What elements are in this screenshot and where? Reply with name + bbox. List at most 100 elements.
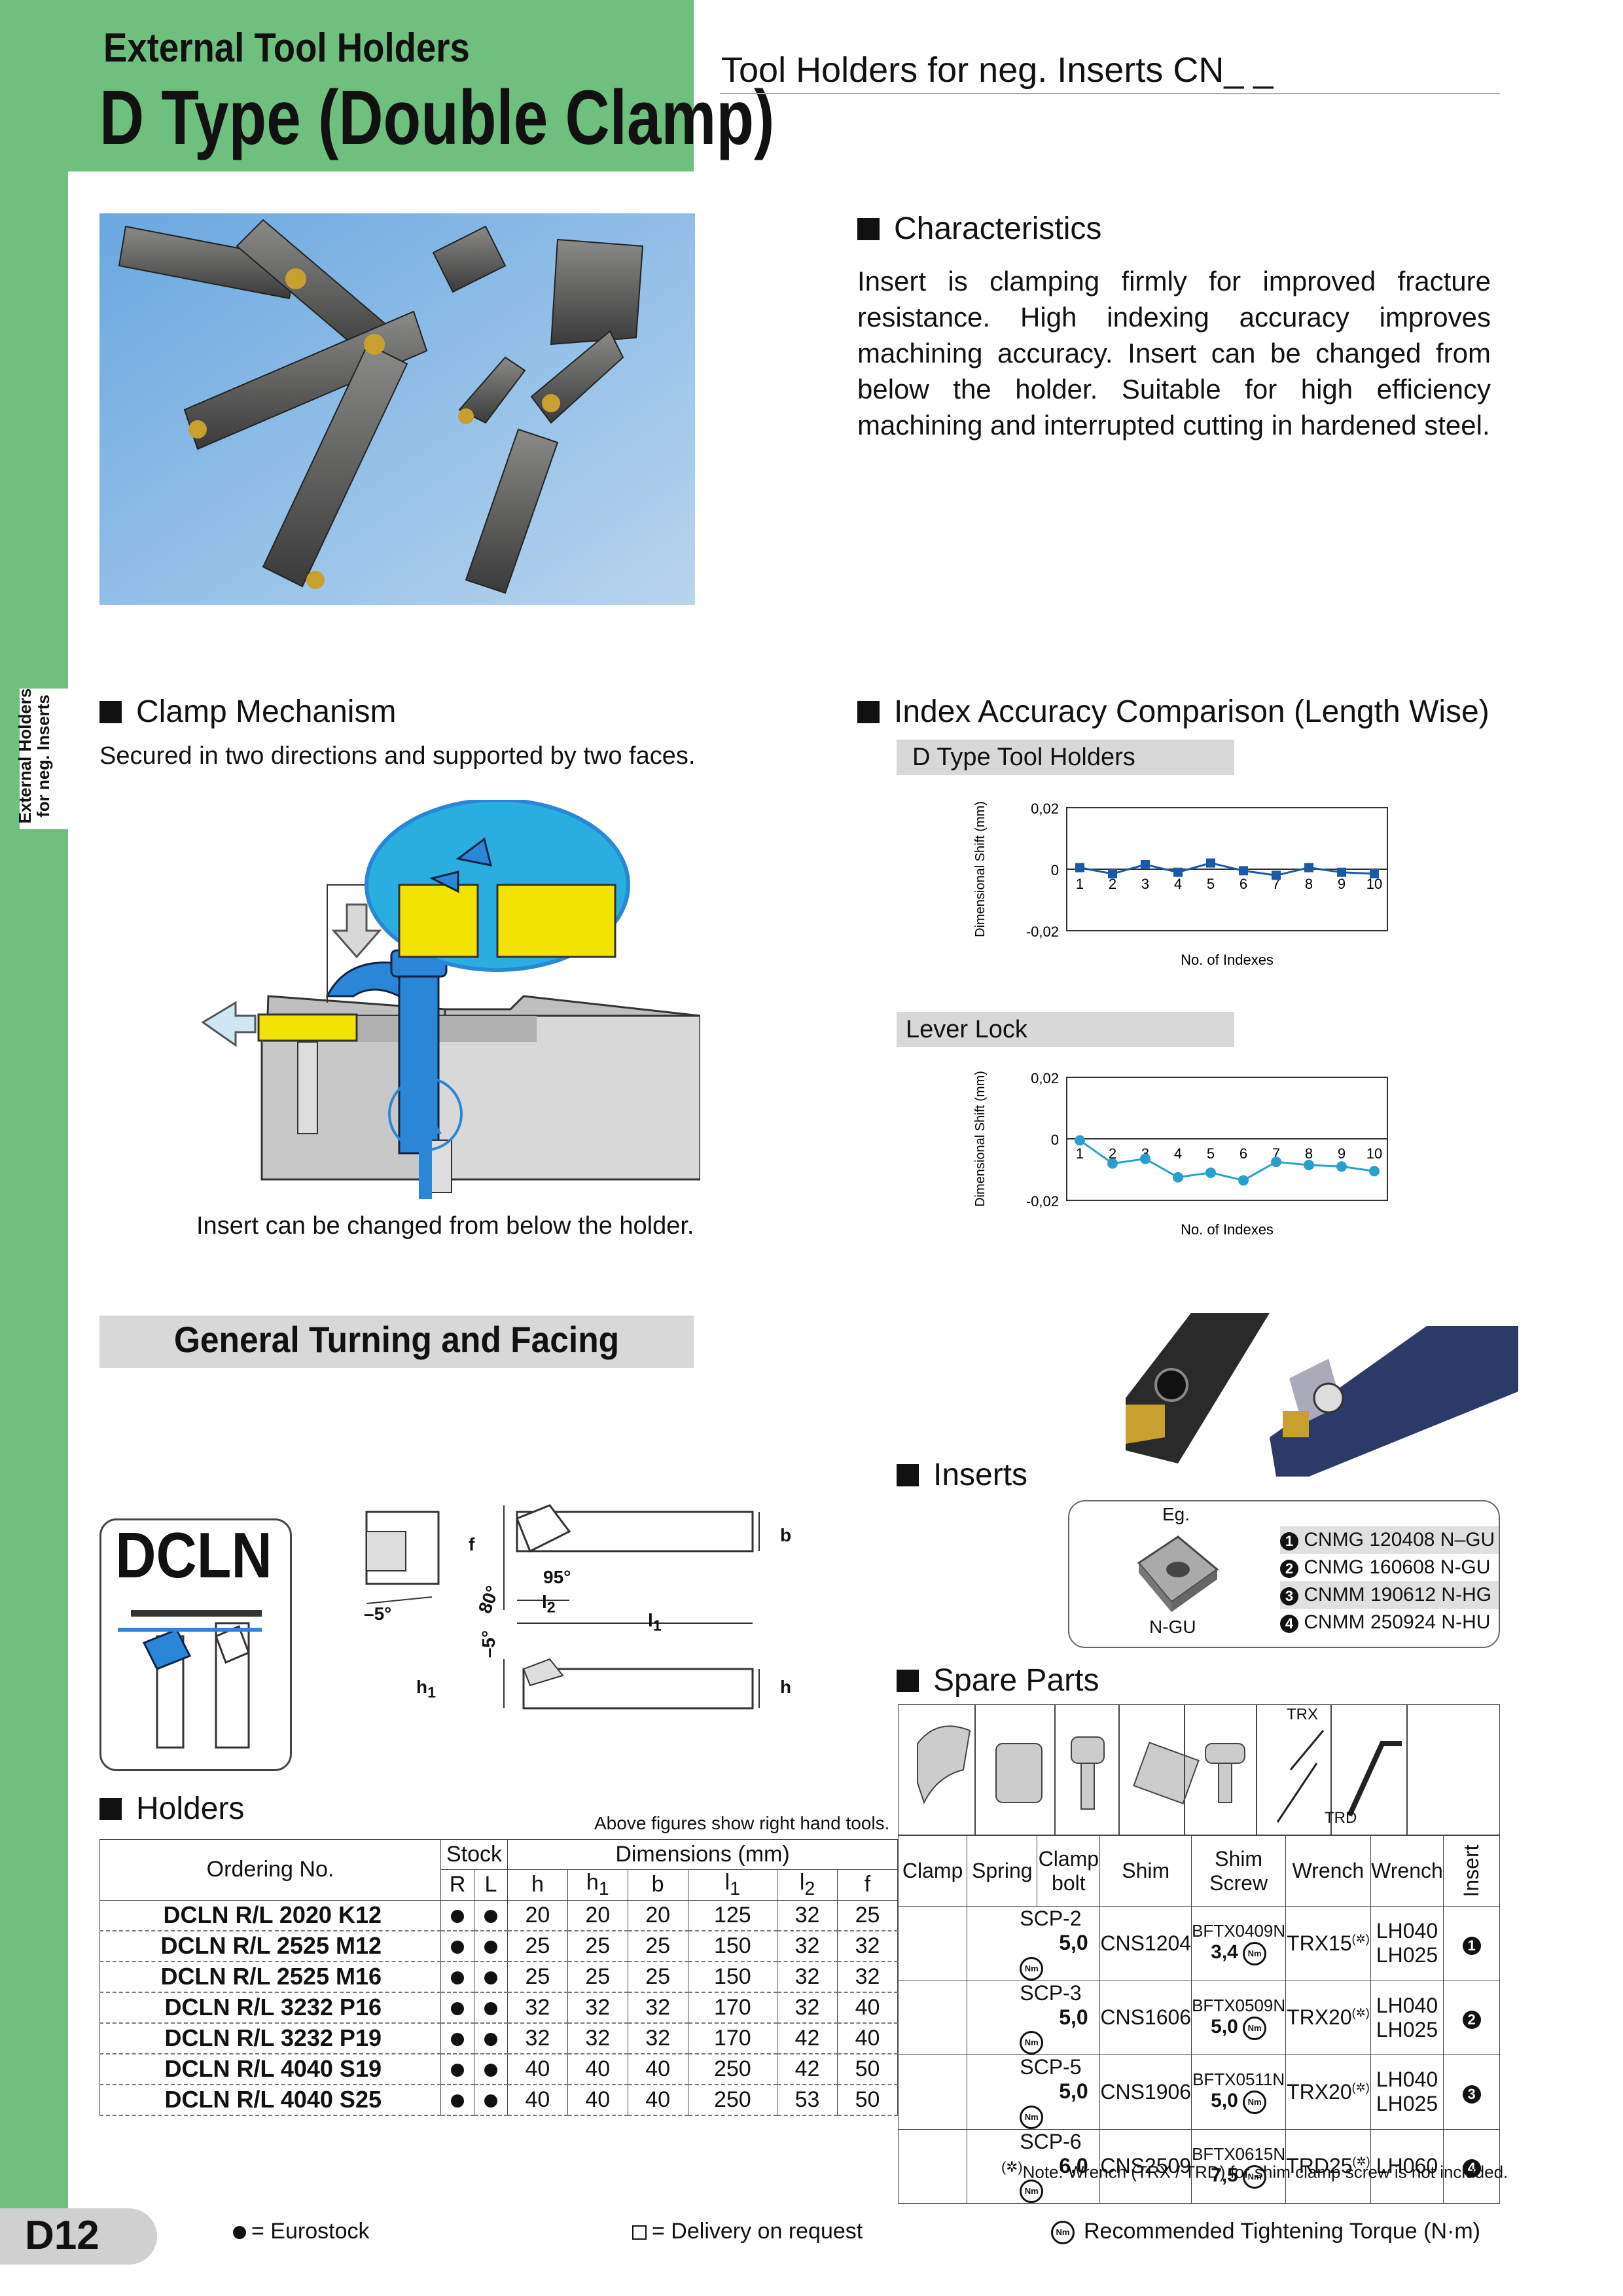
cell-b: 25: [627, 1930, 688, 1962]
x-tick-label: 9: [1338, 1145, 1346, 1162]
cell-l2: 42: [777, 2053, 838, 2085]
spare-note: (✲)Note: Wrench (TRX / TRD) for shim cla…: [1001, 2159, 1508, 2182]
cell-ord: DCLN R/L 3232 P16: [99, 1992, 441, 2024]
spare-col-insert: Insert: [1443, 1835, 1500, 1907]
spare-cell-shim: CNS1204: [1099, 1906, 1192, 1981]
cell-l1: 250: [687, 2084, 778, 2116]
bullet-square-icon: [99, 700, 122, 723]
col-h1: h1: [567, 1869, 628, 1901]
chart1-title-bar: [897, 740, 1234, 775]
stock-dot-icon: [484, 1909, 497, 1923]
torque-icon: Nm: [1243, 1942, 1267, 1966]
inserts-eg: Eg.: [1162, 1504, 1190, 1524]
dim-label-h1: h1: [416, 1677, 437, 1701]
dim-label-minus5a: –5°: [364, 1604, 392, 1624]
y-tick-label: 0: [1051, 1132, 1059, 1148]
spare-cell-insert: 3: [1443, 2054, 1500, 2130]
cell-h: 32: [507, 2022, 568, 2054]
holders-note: Above figures show right hand tools.: [594, 1813, 890, 1833]
bullet-square-icon: [857, 700, 880, 723]
bullet-square-icon: [857, 217, 880, 240]
spare-col-wrench1: Wrench: [1285, 1835, 1371, 1907]
cell-l: [474, 2053, 508, 2085]
data-point: [1304, 1159, 1314, 1170]
cell-f: 50: [836, 2084, 899, 2116]
holders-heading: Holders: [99, 1791, 244, 1827]
col-r: R: [440, 1869, 474, 1901]
spare-cell-wrench1: TRX20(✲): [1285, 2054, 1371, 2130]
clamp-subtitle: Secured in two directions and supported …: [99, 742, 696, 770]
cell-b: 40: [627, 2053, 688, 2085]
clamp-heading: Clamp Mechanism: [99, 694, 396, 730]
data-point: [1337, 867, 1346, 877]
product-photo: [99, 213, 695, 605]
series-line: [1079, 1139, 1375, 1182]
torque-icon: Nm: [1020, 2105, 1044, 2129]
stock-dot-icon: [451, 1940, 464, 1954]
cell-f: 32: [836, 1930, 899, 1962]
x-tick-label: 1: [1076, 876, 1084, 892]
header-subtitle: Tool Holders for neg. Inserts CN_ _: [721, 50, 1274, 90]
stock-dot-icon: [451, 1971, 464, 1984]
cell-l: [474, 1900, 508, 1931]
model-icon-drawing: [118, 1610, 262, 1749]
cell-r: [440, 2053, 474, 2085]
x-tick-label: 1: [1076, 1145, 1084, 1162]
col-b: b: [627, 1869, 688, 1901]
x-tick-label: 3: [1141, 876, 1149, 892]
spare-parts-images: [898, 1704, 1500, 1835]
cell-f: 25: [836, 1900, 899, 1931]
inserts-list: 1 CNMG 120408 N–GU 2 CNMG 160608 N-GU 3 …: [1280, 1526, 1499, 1636]
cell-r: [440, 1900, 474, 1931]
cell-h: 20: [507, 1900, 568, 1931]
cell-r: [440, 2022, 474, 2054]
torque-icon: Nm: [1020, 1956, 1044, 1981]
insert-item: 1 CNMG 120408 N–GU: [1280, 1526, 1499, 1554]
dim-label-l1: l1: [648, 1610, 662, 1634]
data-point: [1141, 859, 1150, 869]
insert-item: 2 CNMG 160608 N-GU: [1280, 1554, 1499, 1581]
x-tick-label: 10: [1366, 876, 1382, 892]
spare-cell-shim: CNS1906: [1099, 2054, 1192, 2130]
col-f: f: [836, 1869, 899, 1901]
model-code: DCLN: [115, 1519, 272, 1591]
data-point: [1205, 1167, 1216, 1178]
section-banner: [99, 1316, 694, 1368]
characteristics-heading: Characteristics: [857, 211, 1101, 247]
header-rule: [720, 93, 1500, 94]
cell-l: [474, 2022, 508, 2054]
data-point: [1336, 1161, 1347, 1172]
cell-ord: DCLN R/L 4040 S25: [99, 2084, 441, 2116]
col-h: h: [507, 1869, 568, 1901]
col-stock: Stock: [440, 1839, 508, 1870]
header-title-line2: D Type (Double Clamp): [99, 75, 775, 161]
dim-label-f: f: [469, 1534, 475, 1554]
data-point: [1239, 866, 1248, 876]
x-tick-label: 2: [1109, 876, 1116, 892]
x-tick-label: 9: [1338, 876, 1346, 892]
spare-cell-wrench2: LH060: [1370, 2128, 1444, 2204]
page-number: D12: [25, 2213, 99, 2258]
clamp-caption: Insert can be changed from below the hol…: [196, 1212, 694, 1240]
cell-ord: DCLN R/L 2020 K12: [99, 1900, 441, 1931]
bullet-square-icon: [99, 1797, 122, 1820]
data-point: [1173, 1172, 1183, 1183]
data-point: [1304, 863, 1313, 872]
cell-r: [440, 2084, 474, 2116]
data-point: [1206, 858, 1215, 868]
side-tab-line2: for neg. Inserts: [33, 694, 53, 817]
data-point: [1271, 1157, 1281, 1168]
y-tick-label: 0,02: [1031, 800, 1059, 817]
cell-l: [474, 2084, 508, 2116]
cell-h1: 25: [567, 1961, 628, 1993]
cell-h1: 20: [567, 1900, 628, 1931]
x-tick-label: 4: [1174, 876, 1182, 892]
holders-table: Ordering No. Stock Dimensions (mm) R L h…: [99, 1839, 899, 2116]
side-tab-text: External Holders for neg. Inserts: [15, 681, 53, 831]
dot-icon: [233, 2226, 246, 2240]
